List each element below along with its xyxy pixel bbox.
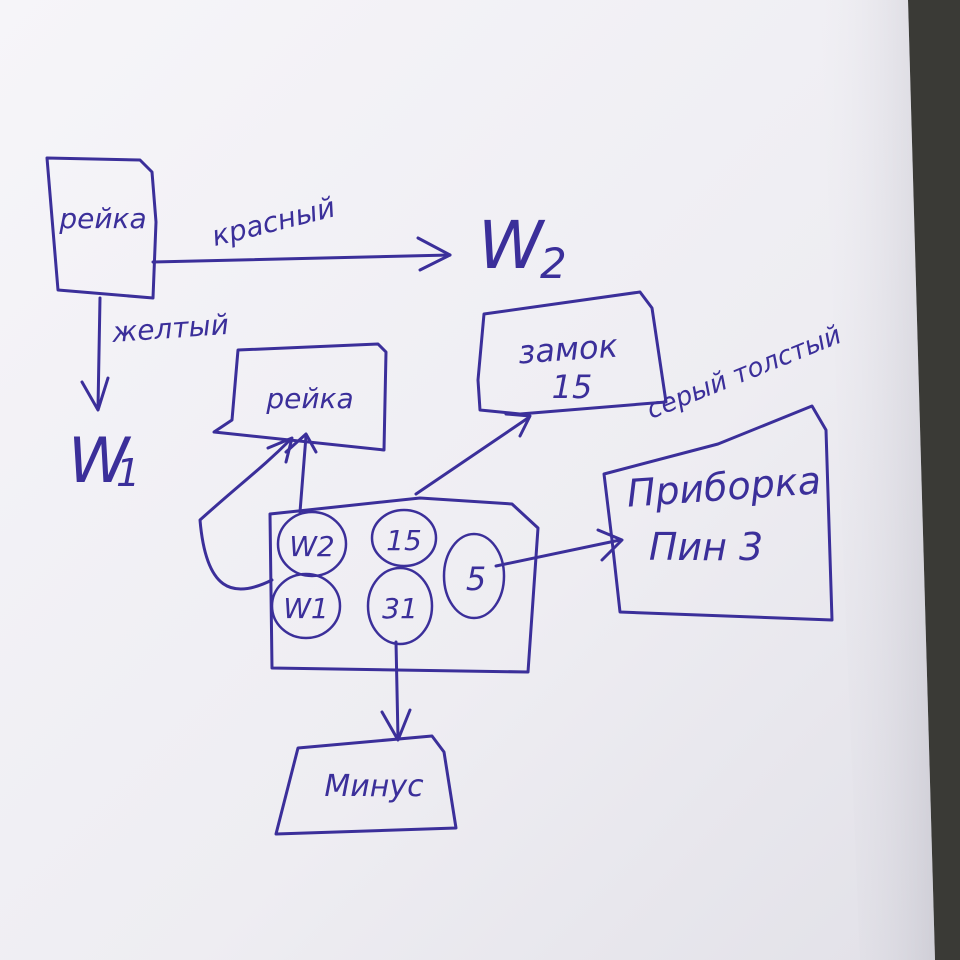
pin15-to-lock-edge [414, 412, 532, 496]
pin-5 [442, 532, 506, 620]
rail-top-label: рейка [58, 202, 146, 235]
red-wire-label: красный [208, 190, 338, 252]
pin-w1 [270, 572, 342, 640]
pin-w2 [276, 510, 348, 578]
pin31-to-minus-edge [380, 640, 412, 742]
yellow-wire-label: желтый [110, 308, 230, 349]
minus-label: Минус [324, 769, 424, 804]
lock-label-line1: замок [517, 327, 620, 372]
red-wire-edge: красный [151, 190, 452, 272]
w2-pin-to-rail-edge [284, 432, 318, 514]
rail-top-node: рейка [45, 156, 158, 300]
rail-mid-node: рейка [212, 342, 388, 452]
lock-label-line2: 15 [552, 368, 593, 406]
pin-15-label: 15 [386, 524, 422, 557]
w2-letter: W [478, 207, 546, 284]
pin-31-label: 31 [382, 592, 418, 625]
dashboard-label-line1: Приборка [625, 458, 822, 515]
w1-letter: W [68, 424, 132, 497]
yellow-wire-edge: желтый [80, 296, 230, 412]
pin-15 [370, 508, 438, 568]
pin-w1-label: W1 [283, 592, 329, 625]
dashboard-node: Приборка Пин 3 [602, 404, 834, 622]
pin-w2-label: W2 [289, 530, 335, 563]
w2-subscript: 2 [540, 239, 567, 288]
w1-label: W 1 [68, 424, 140, 497]
pin-31 [366, 566, 434, 646]
dashboard-label-line2: Пин 3 [649, 525, 763, 569]
pin-5-label: 5 [466, 560, 486, 598]
lock-node: замок 15 [476, 290, 668, 416]
w1-pin-to-rail-edge [198, 436, 294, 591]
pin5-to-dashboard-edge [494, 528, 624, 568]
w1-subscript: 1 [116, 451, 140, 495]
w2-label: W 2 [478, 207, 567, 288]
minus-node: Минус [274, 734, 458, 836]
rail-mid-label: рейка [265, 382, 353, 415]
connector-block: W2 15 5 W1 31 [268, 496, 540, 674]
